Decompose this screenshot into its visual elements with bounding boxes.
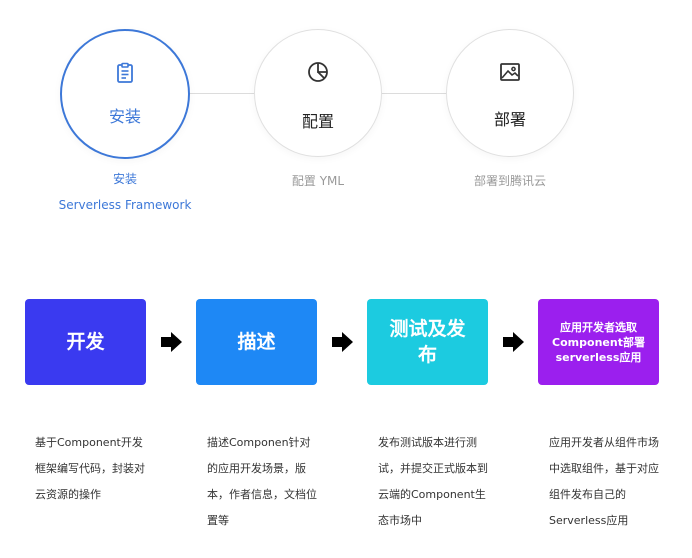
step-deploy-circle[interactable]: 部署	[446, 29, 574, 157]
image-icon	[500, 63, 520, 81]
caption-line: 安装	[112, 172, 137, 186]
caption-line: Serverless Framework	[58, 198, 192, 212]
step-config-circle[interactable]: 配置	[254, 29, 382, 157]
flow-box-title: 应用开发者选取Component部署serverless应用	[552, 320, 645, 364]
flow-desc-app-developer: 应用开发者从组件市场中选取组件，基于对应组件发布自己的Serverless应用	[549, 436, 659, 527]
flow-box-title: 测试及发布	[389, 318, 466, 366]
caption-line: 配置 YML	[291, 174, 345, 188]
pie-chart-icon	[308, 62, 328, 82]
step-deploy-caption: 部署到腾讯云	[446, 172, 574, 189]
flow-desc-test-publish: 发布测试版本进行测试，并提交正式版本到云端的Component生态市场中	[378, 436, 488, 527]
step-label: 部署	[493, 110, 526, 129]
flow-box-describe[interactable]: 描述	[196, 299, 317, 385]
flow-box-test-publish[interactable]: 测试及发布	[367, 299, 488, 385]
step-install-caption: 安装 Serverless Framework	[40, 166, 210, 218]
step-label: 安装	[108, 107, 141, 126]
flow-desc-develop: 基于Component开发框架编写代码，封装对云资源的操作	[35, 436, 145, 501]
arrow-right-icon	[161, 332, 182, 352]
flow-box-develop[interactable]: 开发	[25, 299, 146, 385]
connector-line-2	[380, 93, 446, 94]
step-install-circle[interactable]: 安装	[60, 29, 190, 159]
step-config-caption: 配置 YML	[254, 172, 382, 189]
caption-line: 部署到腾讯云	[473, 174, 546, 188]
flow-desc-describe: 描述Componen针对的应用开发场景，版本，作者信息，文档位置等	[207, 436, 317, 527]
connector-line-1	[188, 93, 258, 94]
step-label: 配置	[301, 112, 334, 131]
arrow-right-icon	[503, 332, 524, 352]
flow-box-app-developer[interactable]: 应用开发者选取Component部署serverless应用	[538, 299, 659, 385]
clipboard-icon	[117, 62, 133, 83]
flow-box-title: 描述	[237, 331, 276, 353]
arrow-right-icon	[332, 332, 353, 352]
flow-box-title: 开发	[66, 331, 105, 353]
